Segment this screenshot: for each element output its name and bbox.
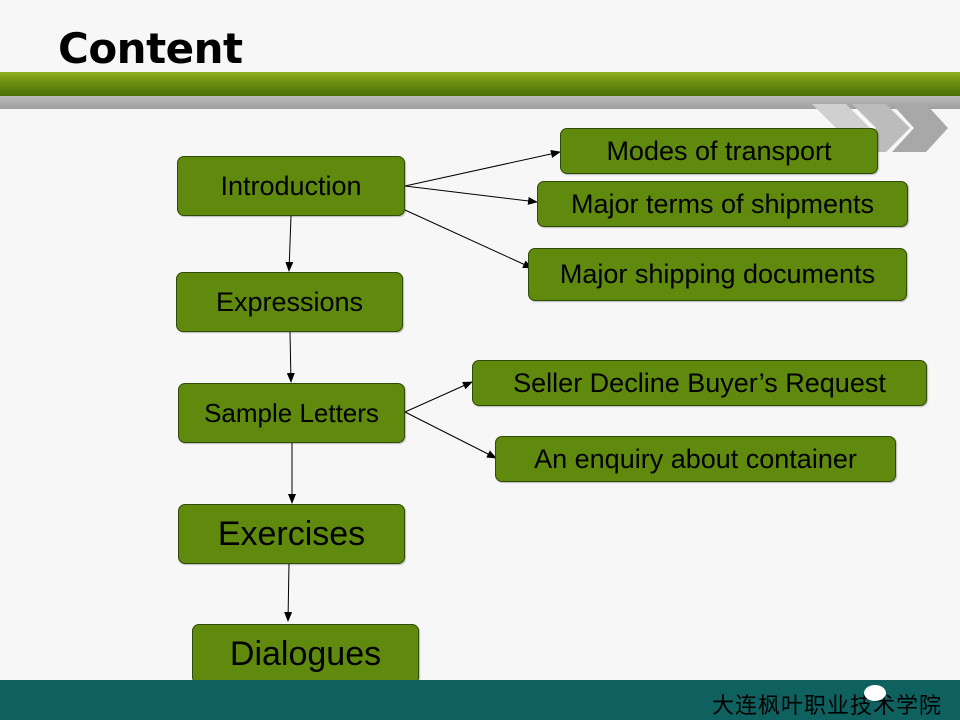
node-seller-decline: Seller Decline Buyer’s Request — [472, 360, 927, 406]
arrow-intro-expressions — [285, 215, 294, 272]
node-major-terms: Major terms of shipments — [537, 181, 908, 227]
cursor-dot-icon — [864, 685, 886, 701]
arrow-expressions-letters — [286, 331, 295, 383]
arrow-intro-modes — [404, 150, 561, 187]
arrow-intro-documents — [404, 209, 533, 269]
page-title: Content — [58, 24, 243, 73]
arrow-letters-enquiry — [404, 411, 497, 459]
arrow-intro-terms — [404, 185, 538, 205]
node-shipping-documents: Major shipping documents — [528, 248, 907, 301]
node-introduction: Introduction — [177, 156, 405, 216]
header-green-bar — [0, 72, 960, 96]
node-expressions: Expressions — [176, 272, 403, 332]
arrow-letters-decline — [404, 381, 473, 413]
node-enquiry-container: An enquiry about container — [495, 436, 896, 482]
node-sample-letters: Sample Letters — [178, 383, 405, 443]
institution-name: 大连枫叶职业技术学院 — [711, 694, 942, 719]
node-dialogues: Dialogues — [192, 624, 419, 684]
node-exercises: Exercises — [178, 504, 405, 564]
header-gray-bar — [0, 96, 960, 109]
footer-band: 大连枫叶职业技术学院 — [0, 680, 960, 720]
node-modes-of-transport: Modes of transport — [560, 128, 878, 174]
arrow-exercises-dialogues — [284, 562, 293, 622]
